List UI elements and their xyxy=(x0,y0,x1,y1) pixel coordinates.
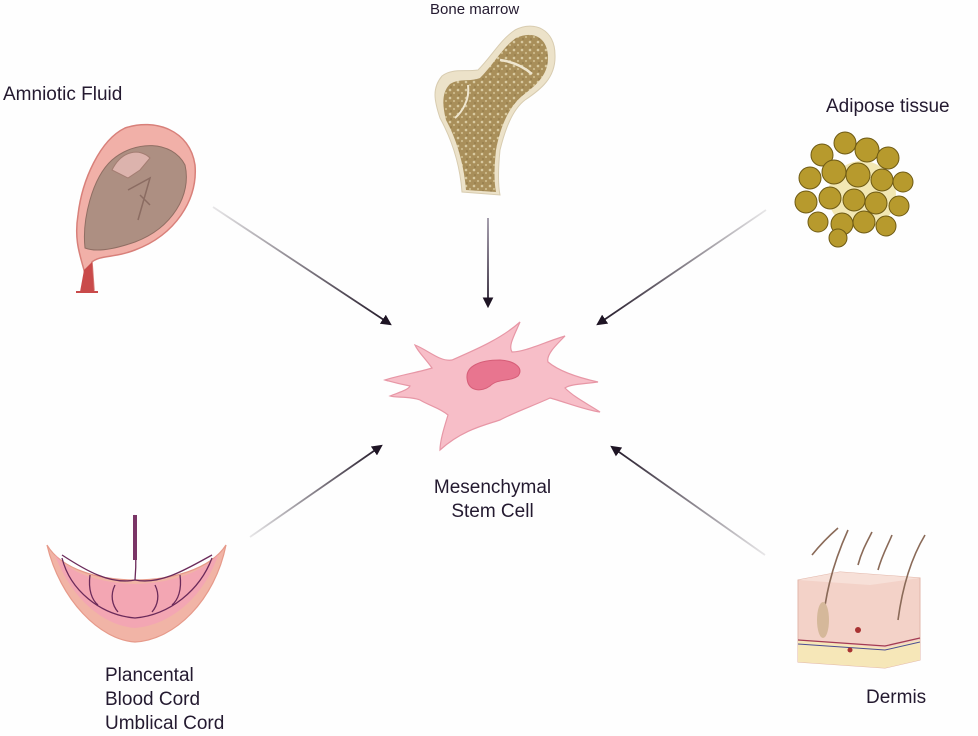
arrow-amniotic-to-msc xyxy=(212,206,392,326)
placenta-icon xyxy=(46,514,227,643)
label-msc-line1: Mesenchymal xyxy=(433,477,552,498)
label-amniotic-fluid: Amniotic Fluid xyxy=(3,84,123,105)
label-mesenchymal-stem-cell: Mesenchymal Stem Cell xyxy=(400,476,585,524)
label-placental-line1: Plancental xyxy=(105,665,194,686)
femur-bone-icon xyxy=(434,25,556,196)
uterus-fetus-icon xyxy=(75,123,196,293)
arrow-adipose-to-msc xyxy=(596,209,767,326)
mesenchymal-stem-cell-icon xyxy=(382,321,601,452)
arrow-dermis-to-msc xyxy=(610,445,766,556)
skin-cross-section-icon xyxy=(797,527,926,669)
label-adipose-tissue: Adipose tissue xyxy=(826,96,950,117)
label-placental-line3: Umblical Cord xyxy=(105,713,225,734)
label-bone-marrow: Bone marrow xyxy=(430,1,520,18)
fat-cells-icon xyxy=(794,131,914,248)
arrow-placenta-to-msc xyxy=(249,444,383,538)
label-dermis: Dermis xyxy=(866,687,927,708)
label-msc-line2: Stem Cell xyxy=(451,501,534,522)
label-placental-line2: Blood Cord xyxy=(105,689,201,710)
